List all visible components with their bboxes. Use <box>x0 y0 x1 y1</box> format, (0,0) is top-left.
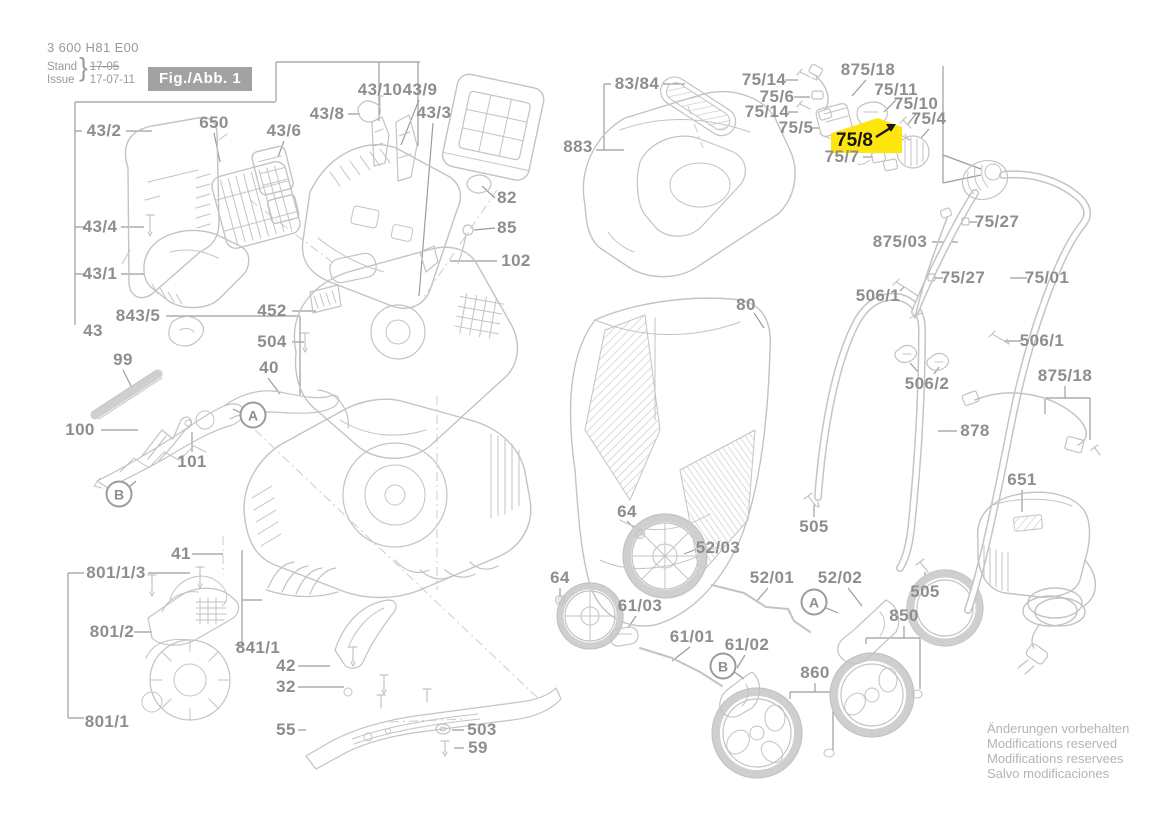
part-cable-875-03 <box>914 207 953 319</box>
part-screws-505 <box>803 492 929 573</box>
disclaimer-line: Modifications reservees <box>987 751 1124 766</box>
part-clip-85 <box>457 224 474 264</box>
disclaimer-line: Modifications reserved <box>987 736 1118 751</box>
part-lower-handle-878 <box>814 292 926 572</box>
pointer-arrow <box>875 124 896 139</box>
part-cable-875-18-right <box>961 390 1101 456</box>
part-wheel-850 <box>829 652 923 738</box>
part-screw-75-10 <box>899 116 912 129</box>
part-screws-506-1 <box>892 278 1010 345</box>
part-bosch-plate-452 <box>309 284 342 314</box>
part-clamp-43-8 <box>357 95 384 123</box>
part-screws-75-14 <box>796 68 818 110</box>
part-charger-651 <box>977 491 1097 675</box>
part-deck-upper-40 <box>293 246 519 459</box>
part-upper-chassis <box>301 144 462 309</box>
part-wedge-102 <box>419 245 439 273</box>
date-new: 17-07-11 <box>89 74 135 86</box>
part-spring-99 <box>90 369 163 420</box>
part-nut-75-6 <box>811 90 824 100</box>
part-wheel-64-left <box>556 582 624 650</box>
part-wheel-52-03 <box>622 513 708 599</box>
part-wheel-right <box>906 569 984 647</box>
part-clip-843-5 <box>168 315 205 347</box>
stand-label: Stand <box>47 61 78 73</box>
part-switch-cover-43-3 <box>441 73 545 181</box>
part-wheel-860 <box>711 687 835 779</box>
part-lever-61-02 <box>719 671 761 718</box>
part-upper-handle-75-01 <box>909 170 1092 614</box>
disclaimer-line: Salvo modificaciones <box>987 766 1110 781</box>
part-clips-506-2 <box>894 344 950 372</box>
highlighted-part-label-text: 75/8 <box>836 130 873 151</box>
part-base-43-1 <box>143 229 250 309</box>
part-latch-82 <box>466 174 492 194</box>
part-cover-883 <box>582 91 796 278</box>
part-basket-80 <box>569 297 772 627</box>
part-blade-55 <box>305 687 562 770</box>
part-screw-504 <box>300 332 310 353</box>
part-deck-housing-41 <box>243 398 532 599</box>
date-old: 17-05 <box>89 61 120 73</box>
revision-brace: } <box>79 52 88 82</box>
part-comb-841-1 <box>265 561 339 598</box>
part-rod-52-01 <box>711 584 811 633</box>
part-bushing-61-03 <box>609 626 639 647</box>
part-screw-59 <box>440 740 450 757</box>
part-bracket-43-9 <box>395 114 418 182</box>
part-mount-801-2 <box>147 575 240 646</box>
part-switch-grip-housing <box>961 159 1009 201</box>
revision-block: Stand Issue } 17-05 17-07-11 <box>47 54 135 87</box>
part-lever-101 <box>93 390 340 489</box>
part-lever-75-11 <box>856 101 889 127</box>
disclaimer-line: Änderungen vorbehalten <box>987 721 1130 736</box>
part-washer-503 <box>435 723 451 735</box>
issue-label: Issue <box>47 74 75 86</box>
part-screw-43-4 <box>145 214 155 237</box>
part-washers-64 <box>554 528 646 606</box>
part-connector-75-7 <box>857 150 899 172</box>
figure-label: Fig./Abb. 1 <box>148 67 253 91</box>
part-flap-42 <box>334 599 397 669</box>
part-motor-801-1 <box>141 638 231 721</box>
part-grip-83-84 <box>660 76 737 137</box>
part-housing-flap-43-2 <box>121 116 228 299</box>
part-module-43-6 <box>251 145 300 224</box>
part-screws-32 <box>348 646 432 703</box>
product-code: 3 600 H81 E00 <box>47 40 139 55</box>
part-lever-52-02 <box>837 599 900 665</box>
part-screws-75-27 <box>927 217 970 282</box>
